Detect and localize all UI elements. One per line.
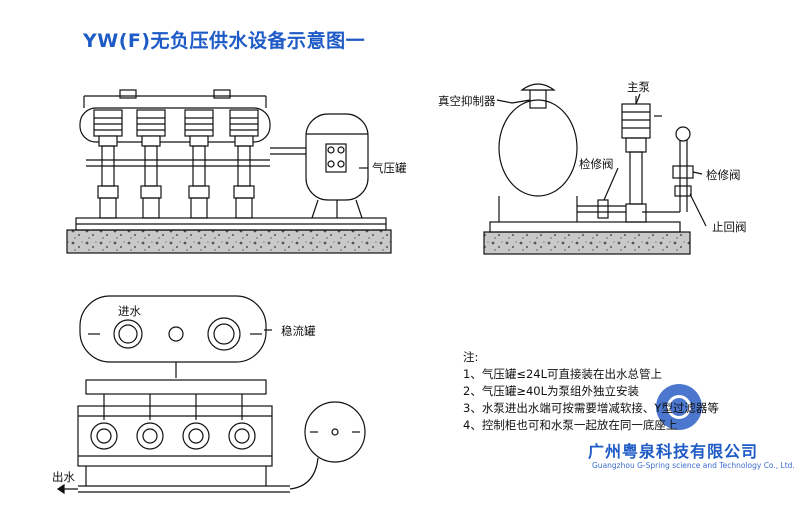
label-check-valve: 止回阀 <box>712 220 747 234</box>
label-maint-valve-right: 检修阀 <box>706 168 741 182</box>
company-name-en: Guangzhou G-Spring science and Technolog… <box>592 461 795 470</box>
pump-front-4 <box>229 109 259 219</box>
label-vacuum-suppressor: 真空抑制器 <box>438 94 496 108</box>
maintenance-valve-right <box>672 165 694 179</box>
pump-front-3 <box>184 109 214 219</box>
stabilizer-tank-top <box>79 295 267 363</box>
top-view <box>56 295 366 495</box>
check-valve <box>674 185 692 197</box>
label-maint-valve-left: 检修阀 <box>579 157 614 171</box>
stabilizer-tank-front <box>79 107 271 143</box>
company-name-cn: 广州粤泉科技有限公司 <box>588 442 759 461</box>
maintenance-valve-left <box>597 199 609 219</box>
top-manifold <box>85 379 267 395</box>
label-air-tank: 气压罐 <box>372 161 407 175</box>
pump-top-4 <box>228 394 256 450</box>
pump-front-2 <box>136 109 166 219</box>
note-item-1: 1、气压罐≤24L可直接装在出水总管上 <box>463 367 662 381</box>
air-pressure-tank <box>305 113 369 201</box>
ground-front <box>66 229 392 254</box>
pump-top-2 <box>136 394 164 450</box>
tank-gauge-panel <box>325 143 347 173</box>
outlet-flange <box>675 126 691 142</box>
ground-side <box>483 231 691 255</box>
pump-top-3 <box>182 394 210 450</box>
side-view <box>483 83 694 255</box>
diagram-title: YW(F)无负压供水设备示意图一 <box>83 30 366 52</box>
company-logo-ring <box>667 395 691 419</box>
label-outlet: 出水 <box>52 470 75 484</box>
label-stabilizer-tank: 稳流罐 <box>281 324 316 338</box>
label-main-pump: 主泵 <box>627 80 650 94</box>
inlet-port <box>113 319 143 349</box>
pump-front-1 <box>93 109 123 219</box>
label-inlet: 进水 <box>118 304 141 318</box>
stabilizer-tank-side <box>498 99 578 197</box>
pump-top-1 <box>90 394 118 450</box>
top-base-frame <box>77 405 273 467</box>
note-item-3: 3、水泵进出水端可按需要增减软接、Y型过滤器等 <box>463 401 719 415</box>
notes-heading: 注: <box>463 350 479 364</box>
vacuum-suppressor <box>529 89 547 109</box>
note-item-4: 4、控制柜也可和水泵一起放在同一底座上 <box>463 418 678 432</box>
air-tank-top <box>304 401 366 463</box>
notes-block: 注: 1、气压罐≤24L可直接装在出水总管上 2、气压罐≥40L为泵组外独立安装… <box>463 349 719 434</box>
front-view <box>66 89 392 254</box>
main-pump-motor <box>621 103 651 139</box>
side-base-frame <box>489 221 681 233</box>
note-item-2: 2、气压罐≥40L为泵组外独立安装 <box>463 384 639 398</box>
main-pump-body <box>629 151 643 205</box>
